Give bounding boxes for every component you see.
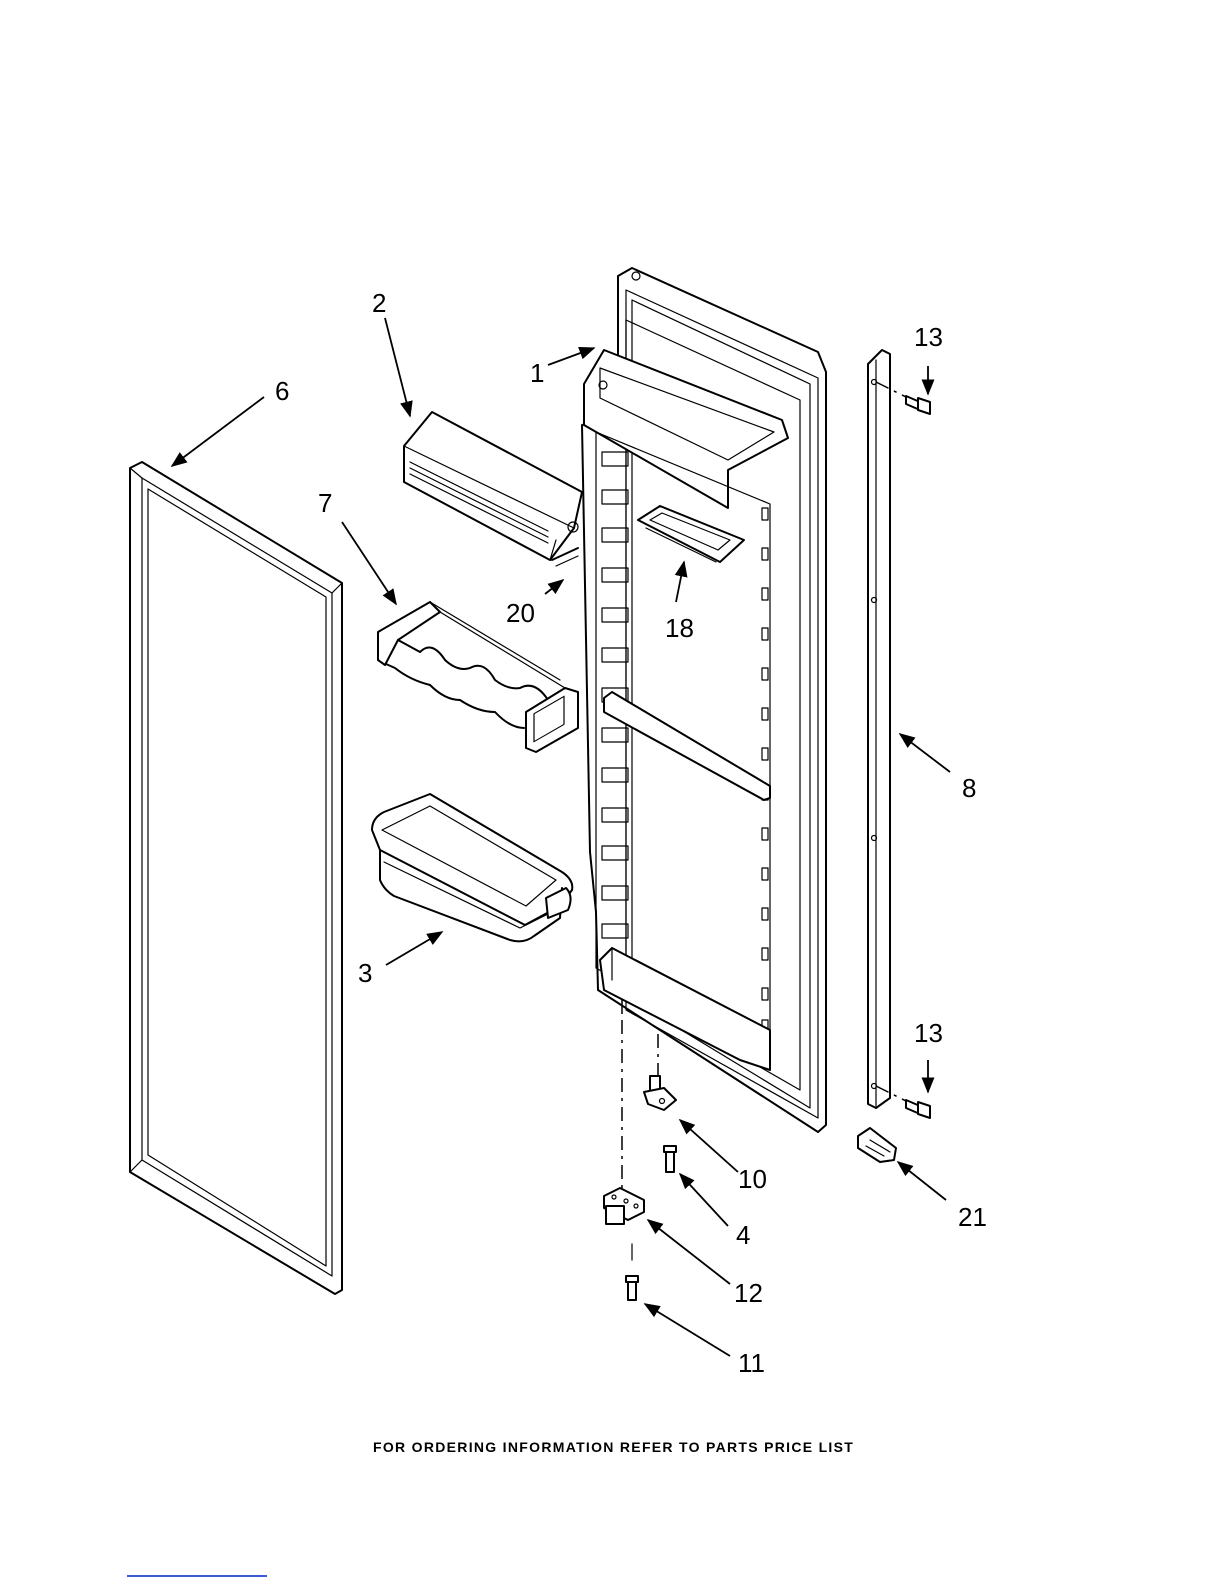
door-liner-part [582, 268, 826, 1132]
hinge-assembly-part [604, 1000, 676, 1300]
door-trim-part [868, 350, 890, 1108]
egg-tray-part [638, 506, 744, 562]
callout-13-upper: 13 [914, 322, 943, 352]
callout-11: 11 [738, 1348, 765, 1378]
callout-6: 6 [275, 376, 289, 406]
dairy-door-part [404, 412, 582, 566]
callout-21: 21 [958, 1202, 987, 1232]
callout-8: 8 [962, 773, 976, 803]
callout-13-lower: 13 [914, 1018, 943, 1048]
callout-3: 3 [358, 958, 372, 988]
callout-1: 1 [530, 358, 544, 388]
screw-upper-part [876, 382, 930, 414]
door-gasket-part [130, 462, 342, 1294]
bottle-rack-part [378, 602, 578, 752]
callout-2: 2 [372, 288, 386, 318]
ordering-info-footer: FOR ORDERING INFORMATION REFER TO PARTS … [373, 1439, 854, 1455]
callout-18: 18 [665, 613, 694, 643]
hinge-cap-part [858, 1128, 896, 1162]
bottom-link-underline[interactable] [127, 1575, 267, 1577]
door-bin-part [372, 794, 572, 941]
callout-12: 12 [734, 1278, 763, 1308]
leader-lines [172, 318, 950, 1356]
callout-7: 7 [318, 488, 332, 518]
callout-4: 4 [736, 1220, 750, 1250]
callout-20: 20 [506, 598, 535, 628]
callout-10: 10 [738, 1164, 767, 1194]
